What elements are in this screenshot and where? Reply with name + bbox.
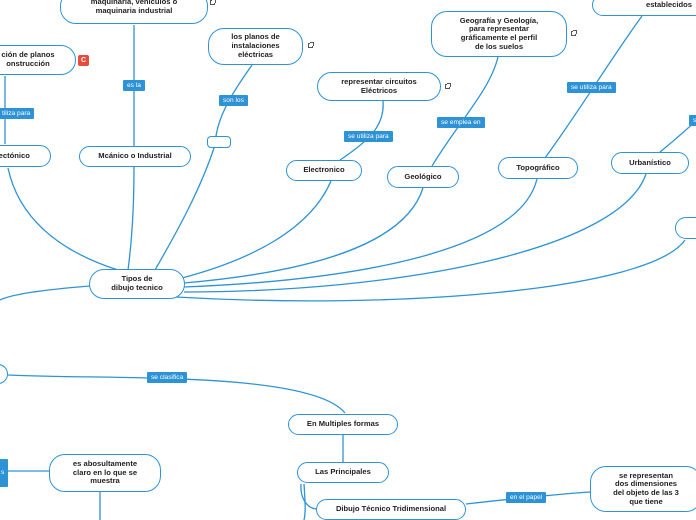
node-planos-instalaciones[interactable]: los planos de instalaciones eléctricas (208, 28, 303, 65)
c-badge-icon: C (78, 55, 89, 66)
node-urbanistico[interactable]: Urbanístico (611, 152, 689, 174)
node-electronico[interactable]: Electronico (286, 160, 362, 181)
line-tipos-topografico (183, 178, 538, 288)
node-topografico[interactable]: Topográfico (498, 157, 578, 179)
node-mecanico[interactable]: Mcánico o Industrial (79, 146, 191, 167)
line-tipos-s (175, 239, 686, 302)
node-s[interactable]: S (675, 217, 696, 239)
node-geografia[interactable]: Geografía y Geología, para representar g… (431, 11, 567, 57)
node-arquitectonico[interactable]: tectónico (0, 145, 51, 167)
tag-se-clasifica[interactable]: se clasifica (147, 372, 188, 383)
node-empty[interactable] (207, 136, 231, 148)
tag-en-el-papel[interactable]: en el papel (506, 492, 547, 503)
node-circuitos[interactable]: representar circuitos Eléctricos (317, 72, 441, 101)
node-principales[interactable]: Las Principales (297, 462, 389, 483)
line-principales-down (303, 483, 306, 520)
node-tridimensional[interactable]: Dibujo Técnico Tridimensional (316, 499, 466, 520)
node-maquinaria[interactable]: maquinaria, vehículos o maquinaria indus… (60, 0, 208, 24)
line-se-clasifica (7, 374, 346, 414)
tag-son-los[interactable]: son los (219, 95, 248, 106)
node-geologico[interactable]: Geológico (387, 166, 459, 188)
line-tipos-electronico (181, 180, 332, 279)
external-link-icon[interactable] (571, 30, 577, 36)
line-tipos-arquitectonico (7, 167, 119, 271)
line-tipos-urbanistico (183, 173, 647, 293)
tag-se-right[interactable]: se (689, 115, 696, 126)
node-establecidos[interactable]: establecidos (592, 0, 696, 16)
tag-se-utiliza-para-circuitos[interactable]: se utiliza para (344, 131, 393, 142)
line-tipos-mecanico (127, 166, 135, 271)
line-tipos-left (0, 285, 91, 301)
tag-es-la[interactable]: es la (123, 80, 145, 91)
external-link-icon[interactable] (210, 0, 216, 5)
tag-s-left[interactable]: s (0, 459, 9, 487)
line-tipos-empty (154, 147, 215, 271)
external-link-icon[interactable] (308, 42, 314, 48)
node-dos-dimensiones[interactable]: se representan dos dimensiones del objet… (590, 466, 696, 512)
line-principales-tridimensional (300, 483, 317, 510)
tag-utiliza-para-left[interactable]: tiliza para (0, 108, 35, 119)
external-link-icon[interactable] (445, 83, 451, 89)
line-geologico-geografia (431, 56, 499, 167)
node-tipos-dibujo-tecnico[interactable]: Tipos de dibujo tecnico (89, 269, 185, 299)
tag-se-emplea-en[interactable]: se emplea en (437, 117, 485, 128)
node-multiples-formas[interactable]: En Multiples formas (288, 414, 398, 435)
tag-se-utiliza-para-topografico[interactable]: se utiliza para (567, 82, 616, 93)
line-tipos-geologico (183, 187, 424, 284)
node-claro[interactable]: es abosultamente claro en lo que se mues… (49, 454, 161, 492)
node-planos-construccion[interactable]: ción de planos onstrucción (0, 45, 76, 75)
